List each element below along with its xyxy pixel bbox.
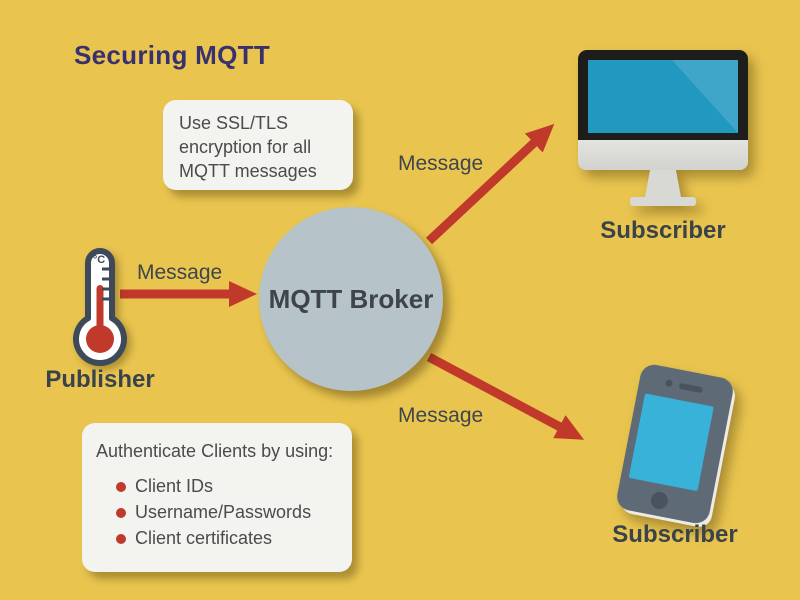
thermometer-icon: °C [73,248,127,366]
monitor-screen [588,60,738,133]
bullet-icon [116,533,126,544]
smartphone-icon [614,362,736,526]
desktop-monitor-icon [578,50,748,206]
ssl-note-text: Use SSL/TLS encryption for all MQTT mess… [179,113,317,181]
subscriber-top-label: Subscriber [600,217,726,244]
monitor-chin [578,140,748,170]
auth-item-label: Username/Passwords [135,501,312,522]
message-label-publisher: Message [137,261,223,284]
page-title: Securing MQTT [74,40,271,70]
auth-note-callout: Authenticate Clients by using: Client ID… [82,423,352,572]
message-label-subscriber-top: Message [398,152,484,175]
bullet-icon [116,481,126,492]
mqtt-broker-label: MQTT Broker [268,283,434,314]
thermometer-unit-text: °C [93,254,105,266]
auth-item-label: Client certificates [135,527,273,548]
auth-note-heading: Authenticate Clients by using: [96,441,334,461]
monitor-stand-base [630,197,696,206]
list-item: Client IDs [116,476,342,498]
auth-item-label: Client IDs [135,476,214,496]
ssl-note-callout: Use SSL/TLS encryption for all MQTT mess… [163,100,353,190]
bullet-icon [116,507,126,518]
auth-methods-list: Client IDs Username/Passwords Client cer… [96,476,342,550]
monitor-screen-glare [672,60,738,133]
monitor-stand-neck [645,170,681,197]
monitor-bezel [578,50,748,140]
list-item: Client certificates [116,528,342,550]
mqtt-broker-node: MQTT Broker [259,207,443,391]
subscriber-bottom-label: Subscriber [612,521,738,548]
list-item: Username/Passwords [116,502,342,524]
message-label-subscriber-bottom: Message [398,404,484,427]
publisher-label: Publisher [45,366,155,393]
